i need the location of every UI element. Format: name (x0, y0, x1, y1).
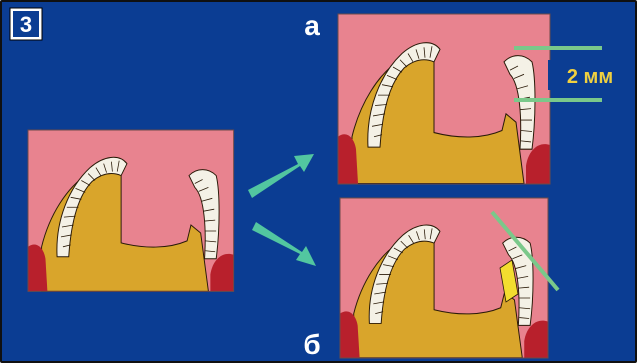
panel-b (340, 198, 548, 358)
label-b: б (303, 329, 320, 360)
measurement-label: 2 мм (567, 66, 613, 88)
panel-original-tooth (28, 130, 234, 291)
label-a: а (304, 10, 320, 41)
figure-number: 3 (20, 12, 32, 37)
figure-number-badge: 3 (10, 8, 42, 40)
